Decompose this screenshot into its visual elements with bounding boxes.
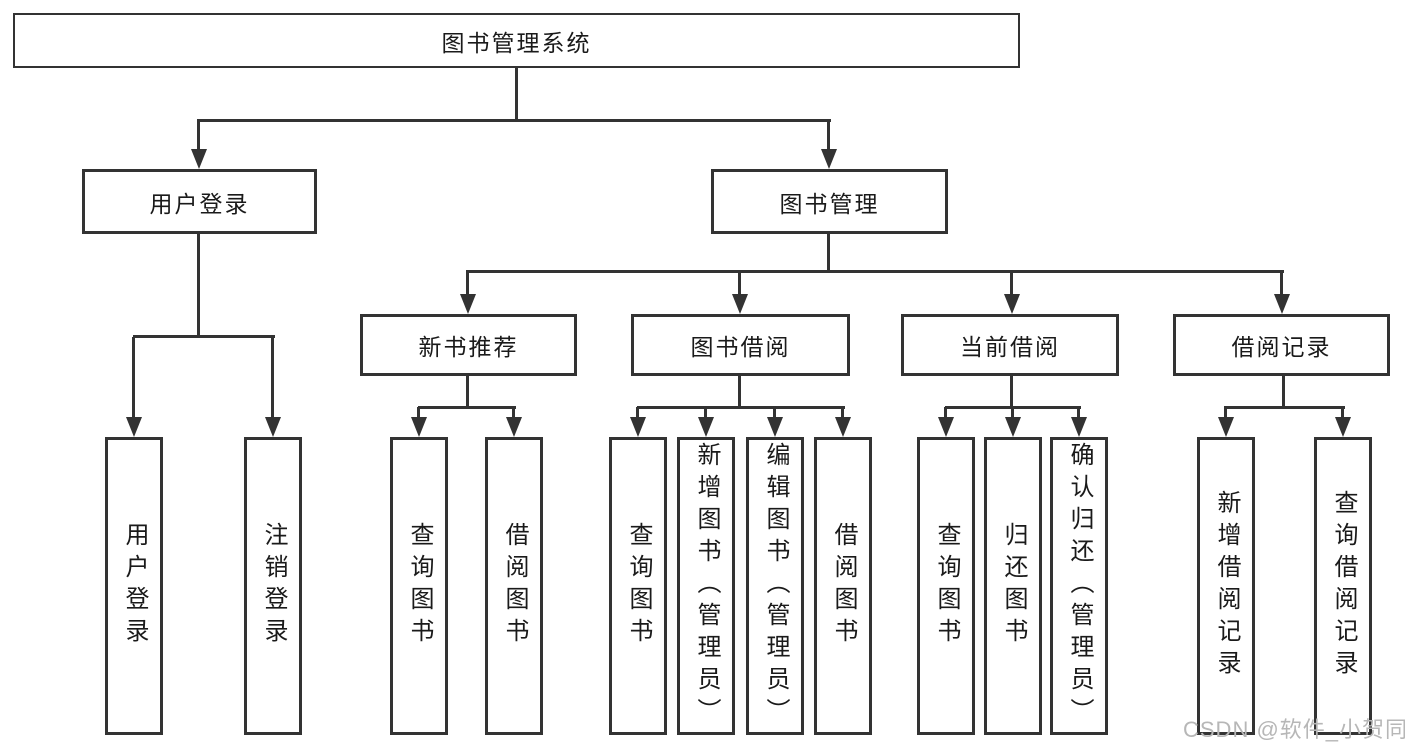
connector-line [738, 271, 741, 297]
node-library-management-system: 图书管理系统 [13, 13, 1020, 68]
arrowhead-down-icon [1274, 294, 1290, 314]
leaf-add-books-admin: 新增图书（管理员） [677, 437, 735, 735]
node-label: 图书管理 [779, 190, 880, 217]
leaf-query-books-recommend: 查询图书 [390, 437, 448, 735]
leaf-label: 新增图书（管理员） [693, 442, 720, 730]
connector-line [133, 335, 275, 338]
arrowhead-down-icon [191, 149, 207, 169]
leaf-borrow-books: 借阅图书 [814, 437, 872, 735]
arrowhead-down-icon [1071, 417, 1087, 437]
arrowhead-down-icon [1004, 294, 1020, 314]
leaf-borrow-books-recommend: 借阅图书 [485, 437, 543, 735]
connector-line [1077, 407, 1080, 420]
node-book-management-branch: 图书管理 [711, 169, 948, 234]
arrowhead-down-icon [265, 417, 281, 437]
connector-line [1011, 407, 1014, 420]
arrowhead-down-icon [767, 417, 783, 437]
connector-line [1224, 407, 1227, 420]
connector-line [1010, 271, 1013, 297]
connector-line [773, 407, 776, 420]
connector-line [418, 406, 516, 409]
connector-line [198, 119, 831, 122]
connector-line [944, 407, 947, 420]
node-user-login-branch: 用户登录 [82, 169, 317, 234]
connector-line [512, 407, 515, 420]
arrowhead-down-icon [938, 417, 954, 437]
arrowhead-down-icon [835, 417, 851, 437]
connector-line [738, 376, 741, 407]
leaf-label: 归还图书 [1000, 522, 1027, 650]
connector-line [1010, 376, 1013, 407]
leaf-query-books-borrow: 查询图书 [609, 437, 667, 735]
connector-line [827, 234, 830, 271]
arrowhead-down-icon [630, 417, 646, 437]
leaf-label: 借阅图书 [501, 522, 528, 650]
node-label: 图书借阅 [690, 334, 791, 360]
connector-line [466, 270, 1284, 273]
arrowhead-down-icon [506, 417, 522, 437]
connector-line [271, 337, 274, 420]
node-label: 新书推荐 [418, 334, 519, 360]
arrowhead-down-icon [732, 294, 748, 314]
arrowhead-down-icon [1218, 417, 1234, 437]
csdn-watermark: CSDN @软件_小贺同学 [1183, 717, 1405, 742]
leaf-label: 借阅图书 [830, 522, 857, 650]
node-label: 借阅记录 [1231, 334, 1332, 360]
arrowhead-down-icon [1005, 417, 1021, 437]
leaf-label: 编辑图书（管理员） [762, 442, 789, 730]
node-borrow-records: 借阅记录 [1173, 314, 1390, 376]
arrowhead-down-icon [126, 417, 142, 437]
connector-line [841, 407, 844, 420]
connector-line [197, 119, 200, 152]
node-label: 当前借阅 [960, 334, 1060, 360]
connector-line [1282, 376, 1285, 407]
node-current-borrow: 当前借阅 [901, 314, 1119, 376]
leaf-edit-books-admin: 编辑图书（管理员） [746, 437, 804, 735]
leaf-query-borrow-record: 查询借阅记录 [1314, 437, 1372, 735]
arrowhead-down-icon [411, 417, 427, 437]
leaf-user-login: 用户登录 [105, 437, 163, 735]
connector-line [827, 119, 830, 152]
leaf-logout: 注销登录 [244, 437, 302, 735]
leaf-label: 注销登录 [260, 522, 287, 650]
connector-line [466, 271, 469, 297]
arrowhead-down-icon [1335, 417, 1351, 437]
leaf-label: 新增借阅记录 [1213, 490, 1240, 682]
leaf-return-books: 归还图书 [984, 437, 1042, 735]
leaf-label: 确认归还（管理员） [1066, 442, 1093, 730]
connector-line [636, 407, 639, 420]
connector-line [704, 407, 707, 420]
leaf-query-books-current: 查询图书 [917, 437, 975, 735]
leaf-label: 查询图书 [625, 522, 652, 650]
connector-line [1280, 271, 1283, 297]
arrowhead-down-icon [698, 417, 714, 437]
connector-line [945, 406, 1081, 409]
connector-line [1224, 406, 1345, 409]
arrowhead-down-icon [821, 149, 837, 169]
connector-line [515, 68, 518, 119]
leaf-add-borrow-record: 新增借阅记录 [1197, 437, 1255, 735]
connector-line [466, 376, 469, 407]
node-new-book-recommend: 新书推荐 [360, 314, 577, 376]
connector-line [197, 234, 200, 337]
connector-line [637, 406, 845, 409]
leaf-confirm-return-admin: 确认归还（管理员） [1050, 437, 1108, 735]
leaf-label: 用户登录 [121, 522, 148, 650]
connector-line [417, 407, 420, 420]
connector-line [132, 337, 135, 420]
leaf-label: 查询借阅记录 [1330, 490, 1357, 682]
node-label: 用户登录 [149, 190, 250, 217]
arrowhead-down-icon [460, 294, 476, 314]
node-book-borrow: 图书借阅 [631, 314, 850, 376]
leaf-label: 查询图书 [406, 522, 433, 650]
node-label: 图书管理系统 [441, 29, 592, 56]
leaf-label: 查询图书 [933, 522, 960, 650]
connector-line [1341, 407, 1344, 420]
